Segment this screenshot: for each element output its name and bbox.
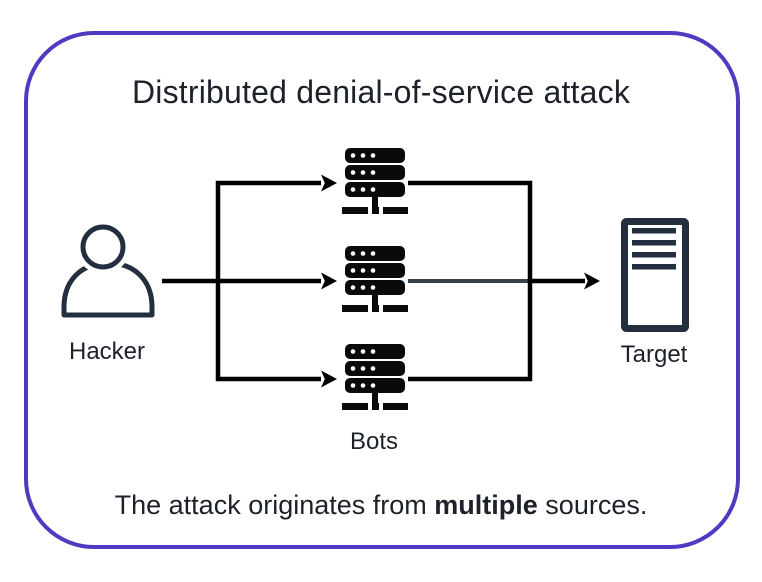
hacker-person-icon — [61, 220, 155, 318]
connector-branch-to-bots — [215, 180, 321, 382]
bot-server-icon-middle — [342, 246, 408, 312]
caption-prefix: The attack originates from — [114, 490, 435, 520]
arrowhead-target — [584, 272, 600, 290]
caption-emphasis: multiple — [434, 490, 538, 520]
arrowhead-bottom-bot — [321, 370, 337, 388]
target-label: Target — [620, 341, 688, 368]
caption: The attack originates from multiple sour… — [0, 490, 762, 521]
bot-server-icon-bottom — [342, 344, 408, 410]
target-server-icon — [621, 218, 689, 332]
bots-label: Bots — [349, 428, 399, 455]
arrowhead-middle-bot — [321, 272, 337, 290]
diagram-title: Distributed denial-of-service attack — [131, 74, 631, 110]
rounded-border-frame — [24, 31, 740, 549]
arrowhead-top-bot — [321, 174, 337, 192]
caption-suffix: sources. — [537, 490, 648, 520]
bot-server-icon-top — [342, 148, 408, 214]
hacker-label: Hacker — [68, 338, 146, 365]
